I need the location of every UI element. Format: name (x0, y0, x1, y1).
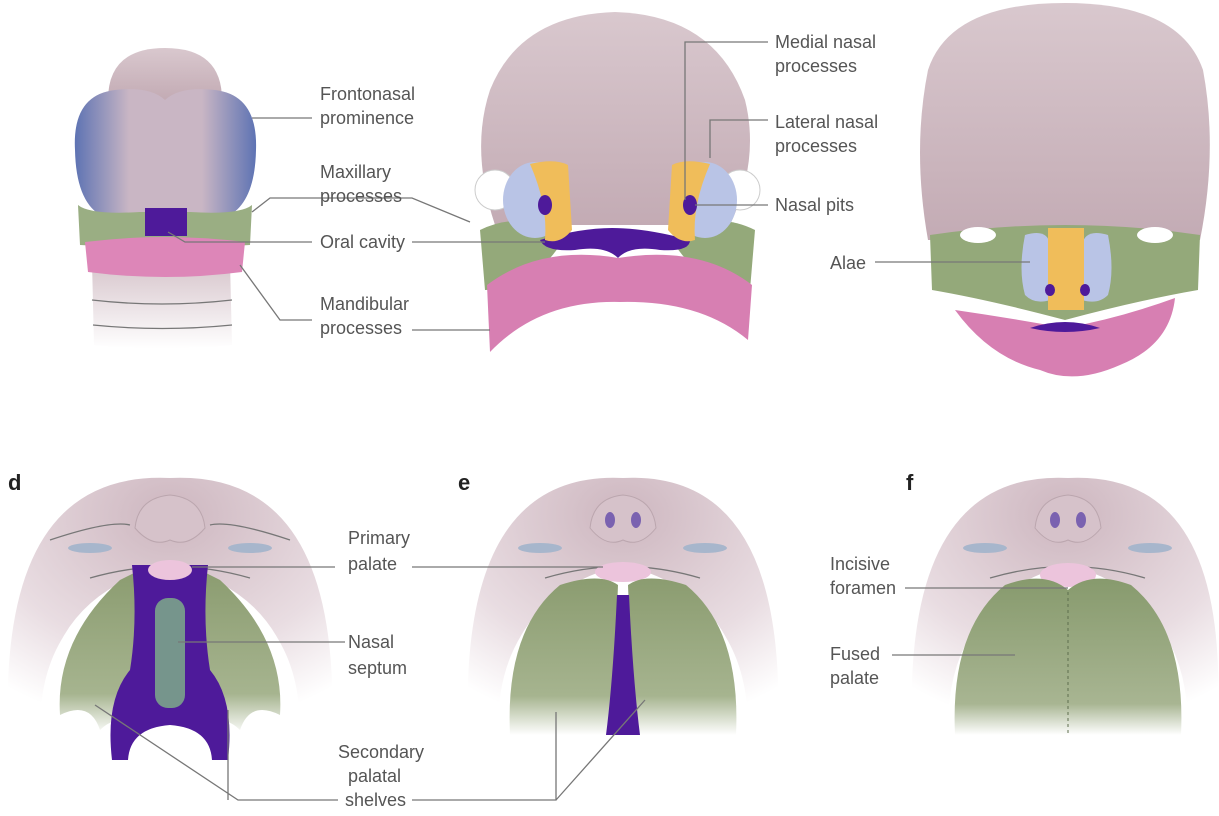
label-frontonasal-prominence-line1: Frontonasal (320, 82, 415, 106)
label-nasal-septum-line1: Nasal (348, 630, 394, 654)
nostril-right-c (1080, 284, 1090, 296)
label-incisive-foramen-line1: Incisive (830, 552, 890, 576)
label-secondary-palatal-shelves-line2: palatal (348, 764, 401, 788)
oral-cavity-a (145, 208, 187, 236)
panel-letter-d: d (8, 470, 21, 496)
label-frontonasal-prominence-line2: prominence (320, 106, 414, 130)
label-maxillary-processes-line2: processes (320, 184, 402, 208)
nostril-right-f (1076, 512, 1086, 528)
eye-slit-left-e (518, 543, 562, 553)
embryo-face-late (920, 3, 1210, 376)
label-primary-palate-line1: Primary (348, 526, 410, 550)
label-fused-palate-line2: palate (830, 666, 879, 690)
frontonasal-prominence (75, 89, 256, 215)
panel-letter-e: e (458, 470, 470, 496)
nostril-right-e (631, 512, 641, 528)
palate-f (912, 478, 1219, 735)
embryo-face-middle (475, 12, 760, 352)
primary-palate-d (148, 560, 192, 580)
eye-slit-right-f (1128, 543, 1172, 553)
eye-left-c (960, 227, 996, 243)
primary-palate-e (595, 562, 651, 582)
label-incisive-foramen-line2: foramen (830, 576, 896, 600)
head-c (920, 3, 1210, 240)
fused-palate-f (955, 579, 1182, 735)
eye-slit-right-e (683, 543, 727, 553)
label-alae: Alae (830, 251, 866, 275)
label-fused-palate-line1: Fused (830, 642, 880, 666)
label-mandibular-processes-line2: processes (320, 316, 402, 340)
label-secondary-palatal-shelves-line1: Secondary (338, 740, 424, 764)
nostril-left-f (1050, 512, 1060, 528)
mandibular-processes-a (85, 237, 245, 277)
eye-slit-left-d (68, 543, 112, 553)
panel-letter-f: f (906, 470, 913, 496)
eye-slit-left-f (963, 543, 1007, 553)
label-lateral-nasal-processes-line2: processes (775, 134, 857, 158)
eye-right-c (1137, 227, 1173, 243)
label-medial-nasal-processes-line1: Medial nasal (775, 30, 876, 54)
label-primary-palate-line2: palate (348, 552, 397, 576)
label-maxillary-processes-line1: Maxillary (320, 160, 391, 184)
nasal-septum-d (155, 598, 185, 708)
label-oral-cavity: Oral cavity (320, 230, 405, 254)
palate-d (8, 478, 333, 760)
label-secondary-palatal-shelves-line3: shelves (345, 788, 406, 812)
label-nasal-pits: Nasal pits (775, 193, 854, 217)
nasal-pit-left (538, 195, 552, 215)
medial-nasal-c (1048, 228, 1084, 310)
nostril-left-c (1045, 284, 1055, 296)
palate-e (468, 478, 779, 735)
eye-slit-right-d (228, 543, 272, 553)
label-lateral-nasal-processes-line1: Lateral nasal (775, 110, 878, 134)
label-nasal-septum-line2: septum (348, 656, 407, 680)
embryo-face-early (75, 48, 256, 349)
mandibular-processes-b (487, 255, 752, 352)
label-medial-nasal-processes-line2: processes (775, 54, 857, 78)
label-mandibular-processes-line1: Mandibular (320, 292, 409, 316)
nostril-left-e (605, 512, 615, 528)
